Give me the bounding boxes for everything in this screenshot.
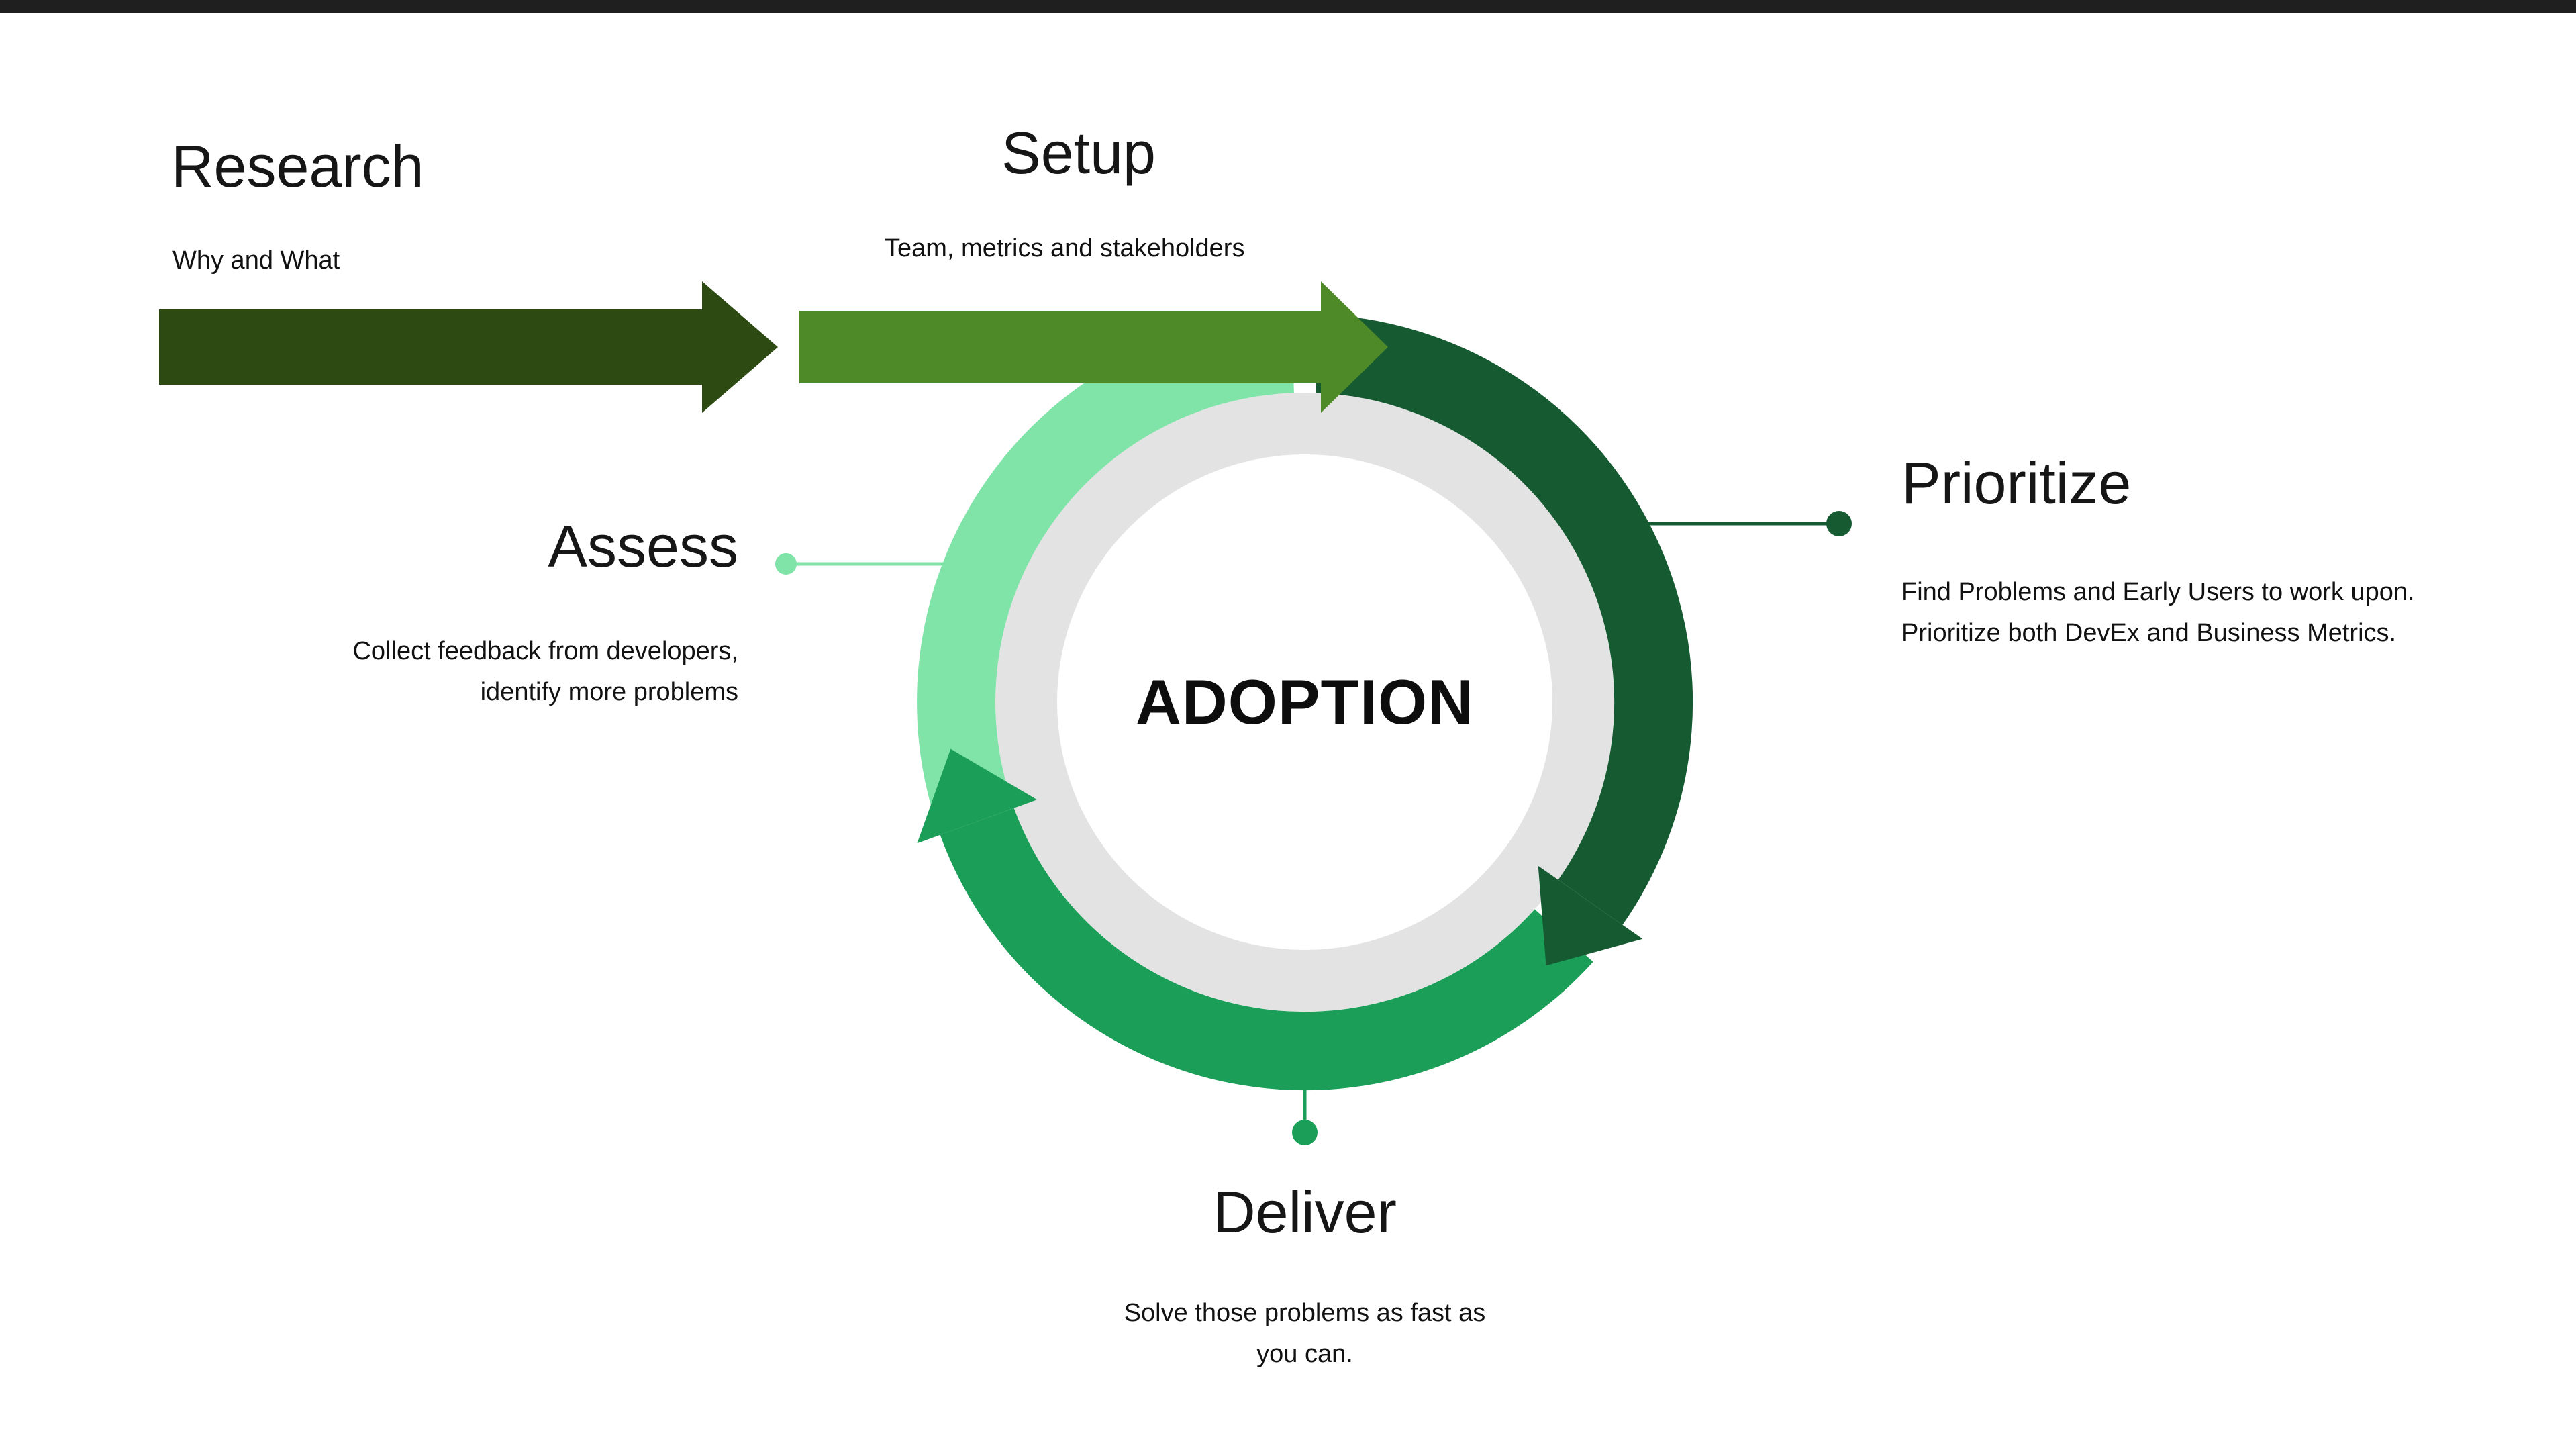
stage-title-assess: Assess <box>548 513 738 579</box>
stage-title-setup: Setup <box>1001 119 1156 186</box>
stage-title-deliver: Deliver <box>1213 1179 1397 1245</box>
prioritize-dot <box>1826 511 1852 536</box>
setup-arrow <box>799 281 1388 413</box>
center-label: ADOPTION <box>1135 667 1475 737</box>
stage-desc-deliver: Solve those problems as fast as you can. <box>1124 1299 1486 1368</box>
center-disc <box>1057 454 1552 950</box>
stage-desc-prioritize: Find Problems and Early Users to work up… <box>1901 578 2415 647</box>
stage-title-prioritize: Prioritize <box>1901 450 2132 516</box>
ring-arrowhead-medium <box>917 748 1037 844</box>
deliver-dot <box>1292 1120 1318 1145</box>
research-arrow <box>159 281 778 413</box>
ring-segment-dark <box>1316 314 1693 925</box>
ring-segment-medium <box>940 808 1593 1091</box>
stage-desc-setup: Team, metrics and stakeholders <box>885 234 1245 262</box>
stage-title-research: Research <box>171 133 424 199</box>
assess-dot <box>775 553 797 575</box>
stage-desc-assess: Collect feedback from developers, identi… <box>352 637 738 706</box>
stage-desc-research: Why and What <box>172 246 340 275</box>
ring-arrowhead-dark <box>1538 865 1643 966</box>
top-bar <box>0 0 2576 13</box>
